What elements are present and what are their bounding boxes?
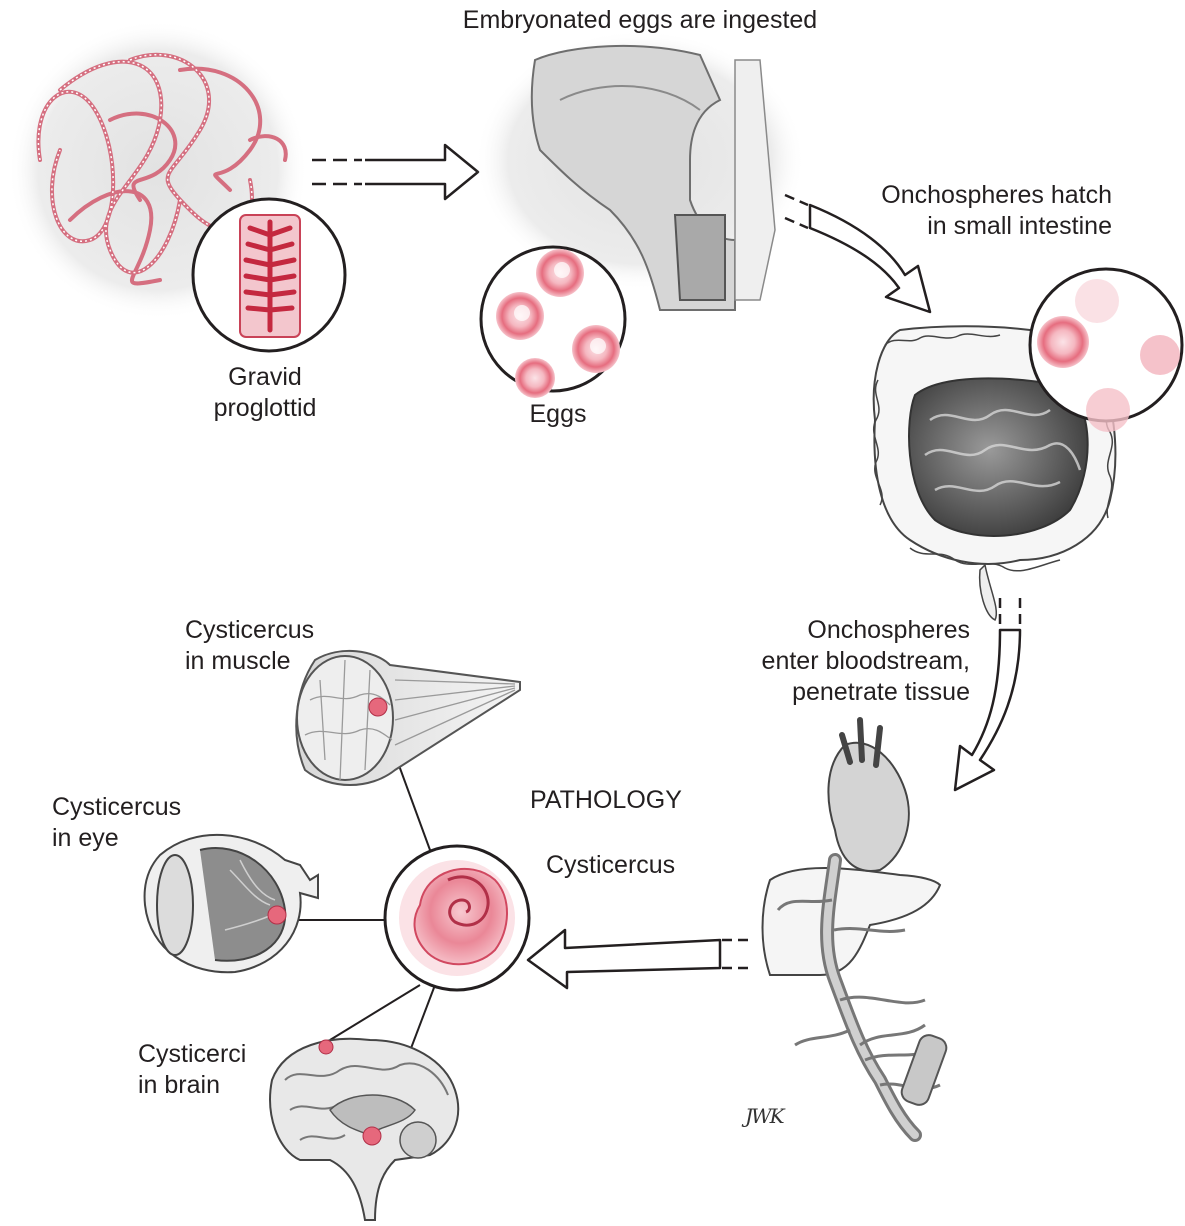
- label-eggs: Eggs: [498, 399, 618, 430]
- label-line: in brain: [138, 1070, 246, 1101]
- muscle-illustration: [296, 651, 520, 785]
- label-gravid-proglottid: Gravid proglottid: [185, 362, 345, 424]
- label-line: penetrate tissue: [700, 677, 970, 708]
- gravid-proglottid-circle: [193, 199, 345, 351]
- label-line: Onchospheres: [700, 615, 970, 646]
- label-line: Cysticerci: [138, 1039, 246, 1070]
- arrow-to-cysticercus: [528, 930, 748, 988]
- label-line: enter bloodstream,: [700, 646, 970, 677]
- cysticercus-circle: [385, 846, 529, 990]
- label-line: in muscle: [185, 646, 314, 677]
- label-onchospheres-bloodstream: Onchospheres enter bloodstream, penetrat…: [700, 615, 970, 708]
- label-line: Onchospheres hatch: [800, 180, 1112, 211]
- label-line: in eye: [52, 823, 181, 854]
- label-cysticerci-brain: Cysticerci in brain: [138, 1039, 246, 1101]
- label-cysticercus-eye: Cysticercus in eye: [52, 792, 181, 854]
- eggs-circle: [481, 247, 625, 398]
- heart-circulation-illustration: [763, 720, 950, 1135]
- eye-illustration: [145, 835, 318, 972]
- label-onchospheres-hatch: Onchospheres hatch in small intestine: [800, 180, 1112, 242]
- label-eggs-ingested: Embryonated eggs are ingested: [390, 5, 890, 36]
- label-line: Cysticercus: [52, 792, 181, 823]
- label-line: in small intestine: [800, 211, 1112, 242]
- egg: [572, 325, 620, 373]
- label-line: Cysticercus: [185, 615, 314, 646]
- brain-illustration: [270, 1039, 458, 1220]
- label-cysticercus-muscle: Cysticercus in muscle: [185, 615, 314, 677]
- arrow-to-ingestion: [312, 145, 478, 199]
- egg: [496, 292, 544, 340]
- egg: [515, 358, 555, 398]
- label-line: Gravid: [185, 362, 345, 393]
- egg: [536, 249, 584, 297]
- illustrator-signature: JWK: [741, 1104, 786, 1128]
- label-cysticercus: Cysticercus: [546, 850, 675, 881]
- label-line: proglottid: [185, 393, 345, 424]
- label-pathology: PATHOLOGY: [530, 785, 682, 816]
